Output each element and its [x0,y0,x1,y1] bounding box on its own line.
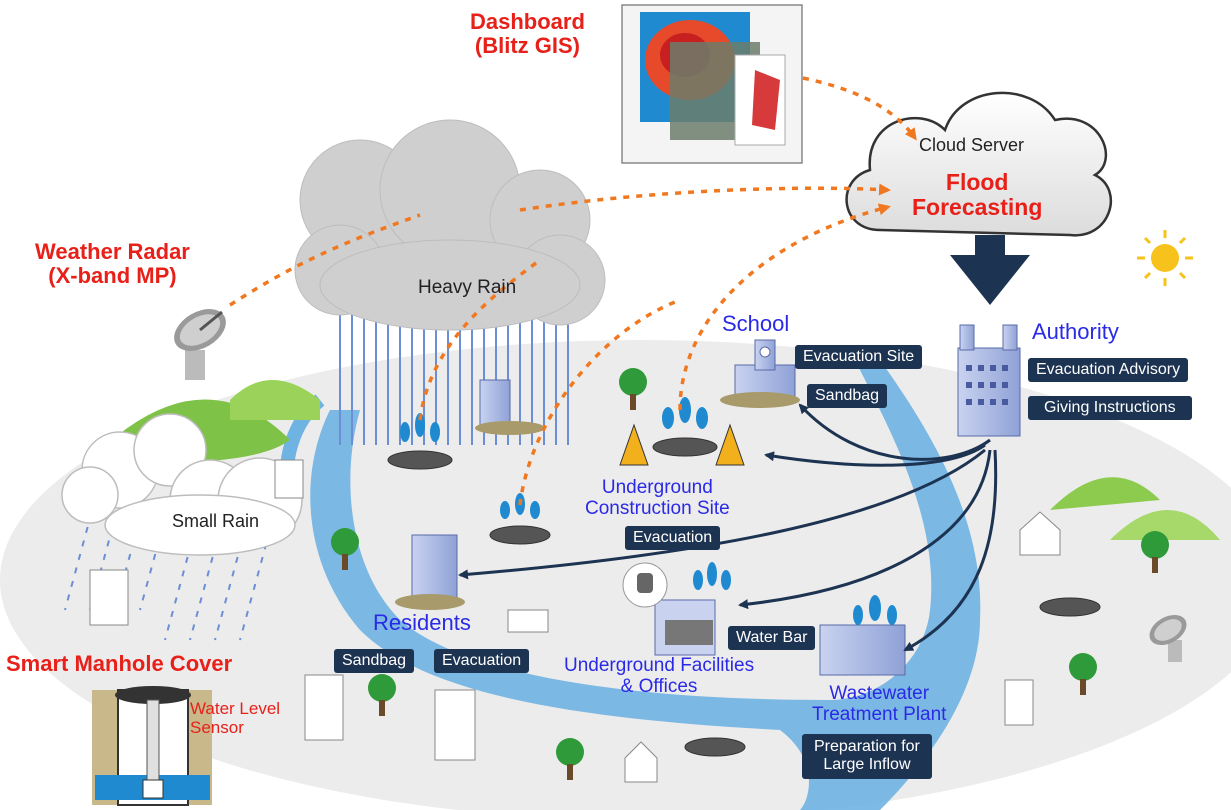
school-label: School [722,311,790,336]
underground-facilities-label: Underground Facilities & Offices [564,655,755,697]
hill-right [1050,477,1160,510]
cloud-server-label: Cloud Server [919,135,1025,155]
giving-instructions-tag: Giving Instructions [1028,396,1192,421]
smart-manhole-title: Smart Manhole Cover [6,651,233,676]
underground-facility-icon [622,562,716,656]
flood-forecasting-label: Flood Forecasting [912,169,1043,221]
wastewater-plant-label: Wastewater Treatment Plant [812,683,947,725]
authority-label: Authority [1032,319,1119,344]
residents-building-icon [395,534,465,610]
tree-icons [331,368,1169,780]
wastewater-plant-icon [819,624,906,676]
manhole-cover-icons [387,437,1101,757]
water-level-sensor-label: Water Level Sensor [190,699,281,737]
evacuation-site-tag: Evacuation Site [795,345,923,370]
construction-evacuation-tag: Evacuation [625,526,721,551]
cloud-to-authority-arrow [950,235,1030,305]
residents-sandbag-tag: Sandbag [334,649,415,674]
smart-manhole-cutaway [92,686,212,806]
radar-dish-icon [174,309,226,380]
water-bar-tag: Water Bar [728,626,816,651]
small-rain-label: Small Rain [172,511,260,531]
traffic-cone-icons [619,423,745,466]
small-rain-cloud [61,413,303,641]
authority-instruction-arrows [458,403,998,652]
preparation-large-inflow-tag: Preparation for Large Inflow [802,734,932,779]
authority-building-icon [957,324,1021,437]
dashboard-map-thumbnail [621,4,803,164]
dashboard-title: Dashboard (Blitz GIS) [470,9,585,59]
house-icons [89,459,1061,783]
evacuation-advisory-tag: Evacuation Advisory [1028,358,1189,383]
radar-dish-icon-right [1149,614,1187,662]
building-icon [475,379,545,435]
heavy-rain-label: Heavy Rain [418,277,517,298]
data-flow-arrows [229,76,917,506]
school-sandbag-tag: Sandbag [807,384,888,409]
residents-evacuation-tag: Evacuation [434,649,530,674]
construction-site-label: Underground Construction Site [585,477,730,519]
heavy-rain-cloud [294,119,606,445]
residents-label: Residents [373,610,471,635]
sun-icon [1137,230,1193,286]
school-building-icon [720,339,800,408]
weather-radar-title: Weather Radar (X-band MP) [35,239,190,289]
